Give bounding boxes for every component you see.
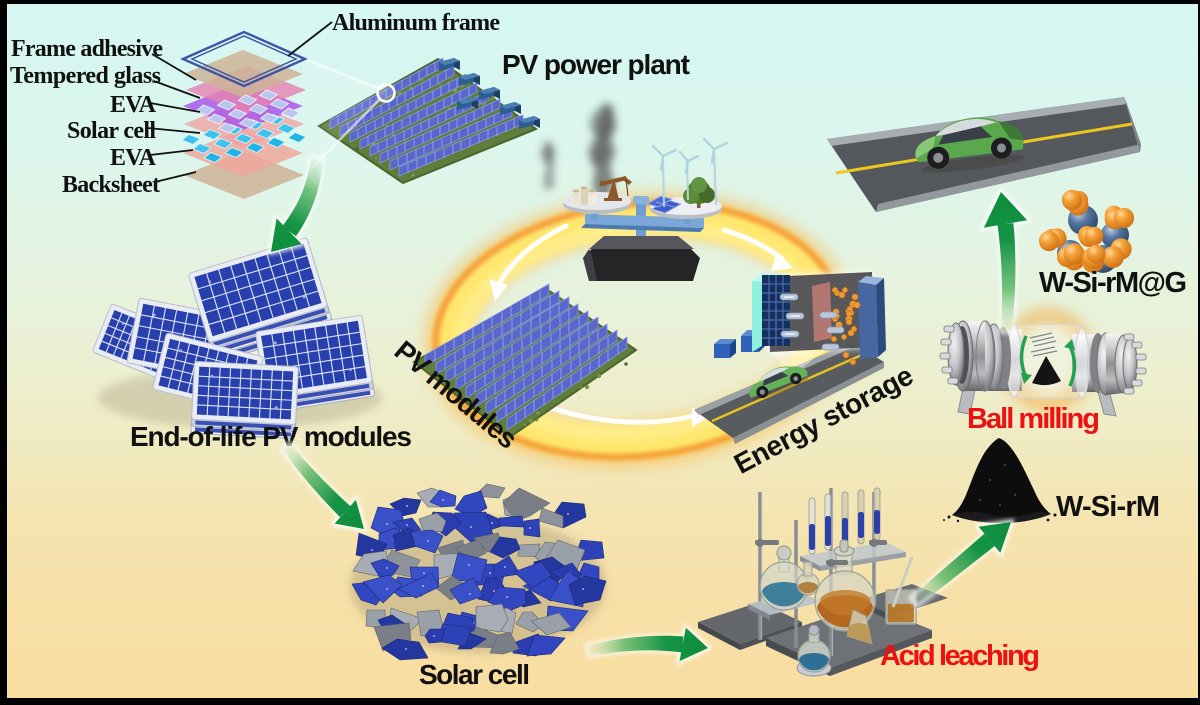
svg-text:End-of-life PV modules: End-of-life PV modules (130, 421, 412, 452)
svg-text:Solar cell: Solar cell (419, 659, 530, 690)
svg-text:EVA: EVA (110, 145, 157, 171)
svg-text:PV power plant: PV power plant (502, 49, 690, 80)
svg-text:W-Si-rM@G: W-Si-rM@G (1039, 267, 1187, 299)
svg-text:Aluminum frame: Aluminum frame (332, 10, 500, 36)
svg-text:Acid leaching: Acid leaching (880, 640, 1040, 672)
svg-text:EVA: EVA (110, 92, 157, 118)
svg-text:Tempered glass: Tempered glass (10, 63, 161, 89)
svg-text:Backsheet: Backsheet (62, 172, 160, 198)
svg-text:Ball milling: Ball milling (967, 403, 1100, 435)
svg-text:W-Si-rM: W-Si-rM (1056, 491, 1160, 523)
svg-text:Frame adhesive: Frame adhesive (11, 36, 163, 62)
svg-text:Solar cell: Solar cell (67, 118, 156, 144)
